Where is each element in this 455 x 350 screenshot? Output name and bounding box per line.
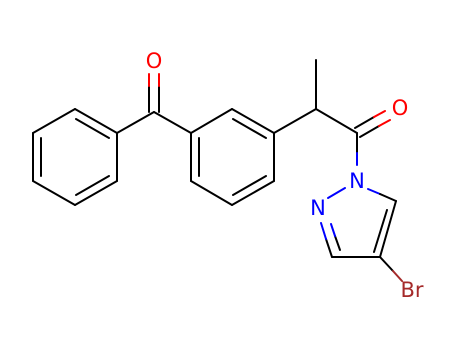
double-bond-inner — [334, 235, 341, 251]
double-bond-inner — [75, 175, 110, 196]
bond — [325, 238, 333, 258]
bond — [379, 193, 397, 202]
double-bond-inner — [232, 118, 267, 139]
bond — [116, 111, 155, 134]
double-bond-co — [373, 110, 386, 118]
bond — [74, 108, 118, 134]
double-bond-co — [378, 119, 391, 127]
bond — [190, 180, 233, 206]
bond — [320, 222, 327, 240]
bond — [367, 188, 381, 195]
oxygen-atom-label: O — [392, 96, 409, 120]
ketone-benzoyl: O — [116, 49, 192, 134]
bond — [32, 108, 76, 134]
bond — [273, 108, 317, 134]
bromine-atom-label: Br — [400, 278, 423, 302]
bond — [379, 200, 397, 258]
double-bond-inner — [75, 118, 110, 139]
bond — [327, 187, 346, 199]
bond — [190, 108, 233, 134]
bond — [153, 111, 192, 134]
phenyl-ring-middle — [190, 108, 275, 206]
bond — [32, 180, 76, 206]
bond — [231, 180, 275, 206]
double-bond-co — [354, 116, 375, 129]
nitrogen-atom-label: N — [310, 196, 326, 220]
bond — [392, 270, 403, 282]
bond — [231, 108, 275, 134]
double-bond-inner — [373, 209, 388, 253]
nitrogen-atom-label: N — [349, 169, 365, 193]
pyrazole-ring: N N Br — [310, 169, 424, 302]
bond — [74, 180, 118, 206]
double-bond-co — [359, 125, 380, 138]
double-bond-inner — [330, 223, 336, 237]
oxygen-atom-label: O — [146, 49, 163, 73]
bond — [379, 256, 394, 272]
propanoyl-chain: O — [273, 59, 409, 166]
double-bond-inner — [232, 175, 267, 196]
phenyl-ring-left — [32, 108, 118, 206]
bond — [315, 108, 358, 134]
